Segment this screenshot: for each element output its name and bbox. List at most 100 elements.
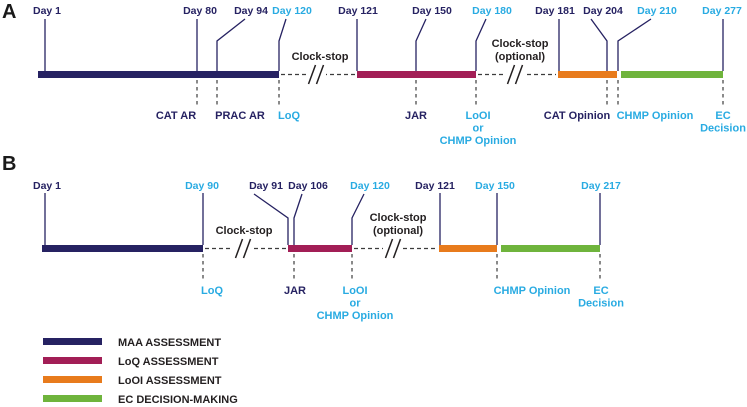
clock-stop-label: (optional) xyxy=(373,225,423,237)
looi-assessment-bar xyxy=(558,71,617,78)
event-label: LoQ xyxy=(201,285,223,297)
event-label: CHMP Opinion xyxy=(440,135,517,147)
day-label: Day 91 xyxy=(249,180,283,192)
legend-item-looi-assessment: LoOI ASSESSMENT xyxy=(43,375,222,387)
legend-swatch-ec-decision-making xyxy=(43,395,102,402)
callout-line xyxy=(253,193,289,245)
event-label: or xyxy=(350,298,362,310)
loq-assessment-bar xyxy=(288,245,352,252)
legend-swatch-maa-assessment xyxy=(43,338,102,345)
break-slash-icon xyxy=(242,238,252,259)
clock-stop-gap: Clock-stop xyxy=(281,51,355,85)
event-label: JAR xyxy=(405,110,427,122)
clock-stop-label: Clock-stop xyxy=(492,38,549,50)
looi-assessment-bar xyxy=(439,245,497,252)
break-slash-icon xyxy=(506,64,516,85)
callout-line xyxy=(617,18,652,71)
event-label: CHMP Opinion xyxy=(617,110,694,122)
ec-decision-making-bar xyxy=(501,245,600,252)
milestone-day-94: Day 94 PRAC AR xyxy=(215,5,268,122)
event-label: PRAC AR xyxy=(215,110,265,122)
maa-assessment-bar xyxy=(42,245,203,252)
break-slash-icon xyxy=(307,64,317,85)
day-label: Day 277 xyxy=(702,5,742,17)
maa-assessment-bar xyxy=(38,71,279,78)
legend-item-ec-decision-making: EC DECISION-MAKING xyxy=(43,394,238,406)
event-label: JAR xyxy=(284,285,306,297)
milestone-day-91: Day 91 xyxy=(249,180,289,245)
break-mask xyxy=(505,72,525,77)
event-label: LoQ xyxy=(278,110,300,122)
day-label: Day 180 xyxy=(472,5,512,17)
day-label: Day 181 xyxy=(535,5,575,17)
event-label: CHMP Opinion xyxy=(317,310,394,322)
clock-stop-label: Clock-stop xyxy=(370,212,427,224)
ec-decision-making-bar xyxy=(621,71,723,78)
day-label: Day 204 xyxy=(583,5,623,17)
event-label: LoOI xyxy=(465,110,490,122)
legend-label: MAA ASSESSMENT xyxy=(118,337,221,349)
loq-assessment-bar xyxy=(357,71,476,78)
break-slash-icon xyxy=(384,238,394,259)
legend-label: LoOI ASSESSMENT xyxy=(118,375,222,387)
event-label: or xyxy=(473,123,485,135)
milestone-day-121: Day 121 xyxy=(338,5,378,71)
clock-stop-gap: Clock-stop(optional) xyxy=(354,212,437,259)
clock-stop-label: (optional) xyxy=(495,51,545,63)
milestone-day-121: Day 121 xyxy=(415,180,455,245)
day-label: Day 1 xyxy=(33,180,61,192)
day-label: Day 94 xyxy=(234,5,268,17)
milestone-day-1: Day 1 xyxy=(33,5,61,71)
day-label: Day 106 xyxy=(288,180,328,192)
break-slash-icon xyxy=(392,238,402,259)
event-label: LoOI xyxy=(342,285,367,297)
event-label: CAT AR xyxy=(156,110,196,122)
day-label: Day 210 xyxy=(637,5,677,17)
legend-item-loq-assessment: LoQ ASSESSMENT xyxy=(43,356,219,368)
milestone-day-1: Day 1 xyxy=(33,180,61,245)
clock-stop-gap: Clock-stop xyxy=(205,225,286,259)
clock-stop-gap: Clock-stop(optional) xyxy=(478,38,556,85)
legend: MAA ASSESSMENT LoQ ASSESSMENT LoOI ASSESSM… xyxy=(43,337,238,406)
day-label: Day 120 xyxy=(350,180,390,192)
event-label: CAT Opinion xyxy=(544,110,611,122)
milestone-day-181: Day 181 xyxy=(535,5,575,71)
break-slash-icon xyxy=(514,64,524,85)
break-mask xyxy=(306,72,326,77)
day-label: Day 121 xyxy=(338,5,378,17)
callout-line xyxy=(475,18,487,71)
milestone-day-80: Day 80 CAT AR xyxy=(156,5,217,122)
event-label: CHMP Opinion xyxy=(494,285,571,297)
break-mask xyxy=(233,246,253,251)
legend-swatch-loq-assessment xyxy=(43,357,102,364)
day-label: Day 217 xyxy=(581,180,621,192)
legend-item-maa-assessment: MAA ASSESSMENT xyxy=(43,337,221,349)
event-label: EC xyxy=(715,110,730,122)
day-label: Day 121 xyxy=(415,180,455,192)
callout-line xyxy=(216,18,246,71)
callout-line xyxy=(278,18,287,71)
day-label: Day 150 xyxy=(475,180,515,192)
callout-line xyxy=(351,193,365,245)
clock-stop-label: Clock-stop xyxy=(292,51,349,63)
panel-letter: B xyxy=(2,153,16,175)
break-slash-icon xyxy=(315,64,325,85)
break-slash-icon xyxy=(234,238,244,259)
day-label: Day 80 xyxy=(183,5,217,17)
event-label: Decision xyxy=(700,123,746,135)
legend-swatch-looi-assessment xyxy=(43,376,102,383)
